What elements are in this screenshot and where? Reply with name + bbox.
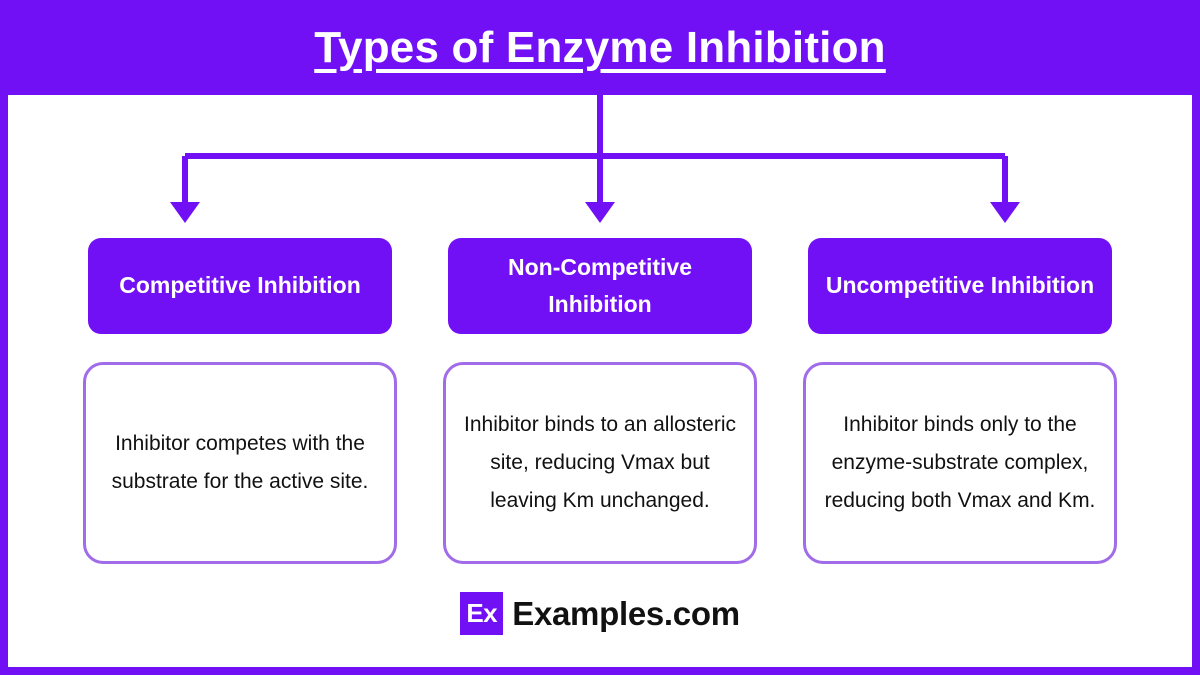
page-title: Types of Enzyme Inhibition — [314, 22, 886, 72]
branch-column-competitive: Competitive Inhibition Inhibitor compete… — [83, 238, 397, 564]
branch-columns: Competitive Inhibition Inhibitor compete… — [8, 238, 1192, 564]
brand-name: Examples.com — [512, 594, 740, 632]
arrowhead-left-icon — [170, 202, 200, 223]
examples-logo-icon: Ex — [460, 592, 504, 635]
branch-description-competitive: Inhibitor competes with the substrate fo… — [83, 362, 397, 564]
branch-title-non-competitive: Non-Competitive Inhibition — [448, 238, 752, 334]
branch-description-non-competitive: Inhibitor binds to an allosteric site, r… — [443, 362, 757, 564]
header-banner: Types of Enzyme Inhibition — [8, 0, 1192, 95]
branch-column-non-competitive: Non-Competitive Inhibition Inhibitor bin… — [443, 238, 757, 564]
branch-column-uncompetitive: Uncompetitive Inhibition Inhibitor binds… — [803, 238, 1117, 564]
arrowhead-right-icon — [990, 202, 1020, 223]
branch-title-competitive: Competitive Inhibition — [88, 238, 392, 334]
arrowhead-middle-icon — [585, 202, 615, 223]
footer-brand: Ex Examples.com — [8, 592, 1192, 635]
branch-description-uncompetitive: Inhibitor binds only to the enzyme-subst… — [803, 362, 1117, 564]
branch-title-uncompetitive: Uncompetitive Inhibition — [808, 238, 1112, 334]
